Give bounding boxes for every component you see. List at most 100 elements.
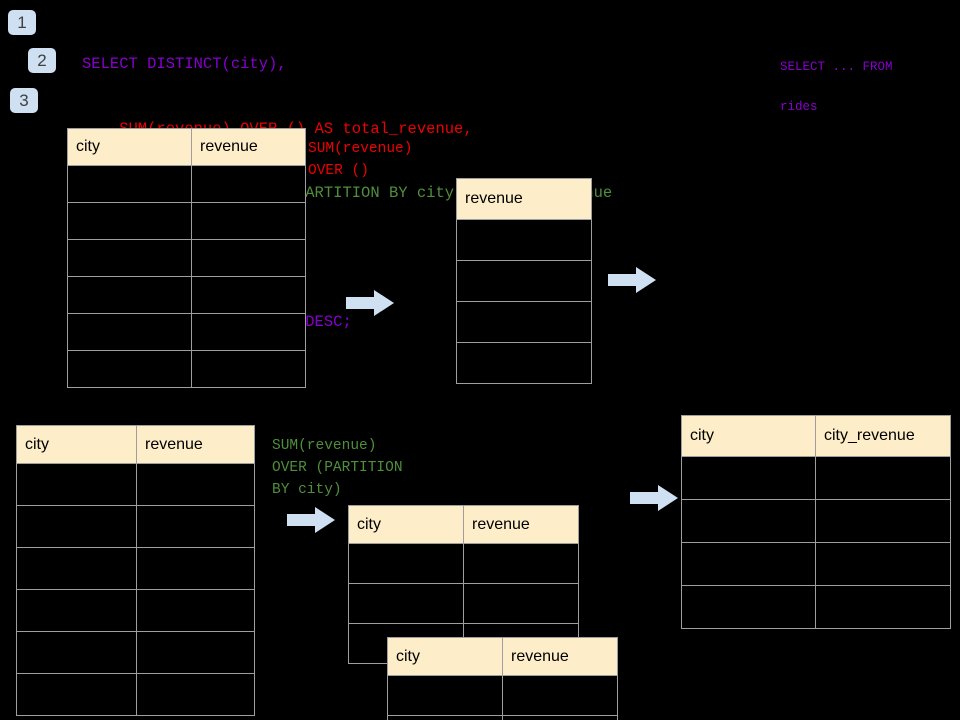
- table-row: [16, 547, 255, 590]
- side-note-line-1: SELECT ... FROM: [780, 60, 893, 74]
- cell-city-revenue: [815, 585, 951, 629]
- table-row: [681, 499, 951, 543]
- table-header-row: revenue: [456, 178, 592, 220]
- table-row: [16, 505, 255, 548]
- cell-city: [16, 631, 137, 674]
- cell-revenue: [191, 239, 306, 277]
- header-cell-city: city: [348, 505, 464, 544]
- header-cell-revenue: revenue: [502, 637, 618, 676]
- step-badge-2: 2: [28, 48, 56, 73]
- table-header-row: city revenue: [387, 637, 618, 676]
- cell-revenue: [463, 543, 579, 584]
- arrow-partition-to-result-icon: [630, 485, 678, 511]
- cell-city: [348, 583, 464, 624]
- table-row: [681, 456, 951, 500]
- cell-revenue: [456, 301, 592, 343]
- table-row: [456, 260, 592, 302]
- cell-revenue: [136, 505, 255, 548]
- table-row: [16, 589, 255, 632]
- header-cell-revenue: revenue: [191, 128, 306, 166]
- cell-city-revenue: [815, 499, 951, 543]
- cell-city: [67, 239, 192, 277]
- cell-revenue: [136, 463, 255, 506]
- side-note-select-from: SELECT ... FROM rides: [750, 37, 893, 137]
- arrow-source-to-partition-icon: [287, 507, 335, 533]
- table-row: [67, 239, 306, 277]
- table-rides-source-top: city revenue: [67, 128, 306, 388]
- header-cell-city: city: [387, 637, 503, 676]
- header-cell-city: city: [681, 415, 816, 457]
- cell-city: [16, 673, 137, 716]
- table-row: [681, 542, 951, 586]
- table-row: [67, 350, 306, 388]
- cell-city: [348, 543, 464, 584]
- cell-city-revenue: [815, 542, 951, 586]
- annotation-partition-by-city: SUM(revenue) OVER (PARTITION BY city): [272, 438, 403, 498]
- table-row: [456, 219, 592, 261]
- cell-city: [681, 542, 816, 586]
- cell-revenue: [456, 260, 592, 302]
- table-row: [387, 675, 618, 716]
- step-badge-1: 1: [8, 10, 36, 35]
- header-cell-revenue: revenue: [456, 178, 592, 220]
- cell-city-revenue: [815, 456, 951, 500]
- header-cell-city-revenue: city_revenue: [815, 415, 951, 457]
- annotation-over-empty: SUM(revenue) OVER (): [308, 141, 413, 179]
- table-row: [387, 715, 618, 720]
- cell-city: [16, 505, 137, 548]
- cell-revenue: [191, 165, 306, 203]
- table-row: [67, 165, 306, 203]
- header-cell-city: city: [67, 128, 192, 166]
- table-row: [681, 585, 951, 629]
- table-partition-group-back: city revenue: [348, 505, 579, 664]
- cell-revenue: [191, 276, 306, 314]
- header-cell-city: city: [16, 425, 137, 464]
- table-header-row: city revenue: [67, 128, 306, 166]
- sql-line-select: SELECT DISTINCT(city),: [82, 55, 287, 73]
- cell-city: [681, 585, 816, 629]
- table-row: [16, 631, 255, 674]
- table-row: [456, 301, 592, 343]
- cell-revenue: [191, 313, 306, 351]
- cell-city: [67, 350, 192, 388]
- table-header-row: city revenue: [16, 425, 255, 464]
- cell-revenue: [136, 673, 255, 716]
- arrow-total-to-result-icon: [608, 267, 656, 293]
- header-cell-revenue: revenue: [136, 425, 255, 464]
- table-partition-group-front: city revenue: [387, 637, 618, 720]
- cell-city: [67, 276, 192, 314]
- side-note-line-2: rides: [780, 100, 818, 114]
- cell-city: [67, 313, 192, 351]
- cell-city: [67, 202, 192, 240]
- cell-city: [387, 715, 503, 720]
- cell-revenue: [463, 583, 579, 624]
- table-row: [16, 673, 255, 716]
- cell-city: [681, 456, 816, 500]
- table-row: [348, 583, 579, 624]
- table-row: [456, 342, 592, 384]
- table-row: [67, 313, 306, 351]
- cell-revenue: [502, 675, 618, 716]
- cell-revenue: [456, 219, 592, 261]
- step-badge-3: 3: [10, 88, 38, 113]
- cell-city: [16, 589, 137, 632]
- header-cell-revenue: revenue: [463, 505, 579, 544]
- cell-revenue: [136, 631, 255, 674]
- cell-revenue: [502, 715, 618, 720]
- table-header-row: city city_revenue: [681, 415, 951, 457]
- cell-revenue: [136, 547, 255, 590]
- table-row: [67, 202, 306, 240]
- table-final-result: city city_revenue: [681, 415, 951, 629]
- cell-city: [16, 463, 137, 506]
- table-row: [16, 463, 255, 506]
- table-header-row: city revenue: [348, 505, 579, 544]
- table-rides-source-bottom: city revenue: [16, 425, 255, 716]
- cell-city: [387, 675, 503, 716]
- cell-city: [67, 165, 192, 203]
- table-row: [348, 543, 579, 584]
- table-row: [67, 276, 306, 314]
- arrow-source-to-total-icon: [346, 290, 394, 316]
- cell-city: [681, 499, 816, 543]
- cell-revenue: [191, 350, 306, 388]
